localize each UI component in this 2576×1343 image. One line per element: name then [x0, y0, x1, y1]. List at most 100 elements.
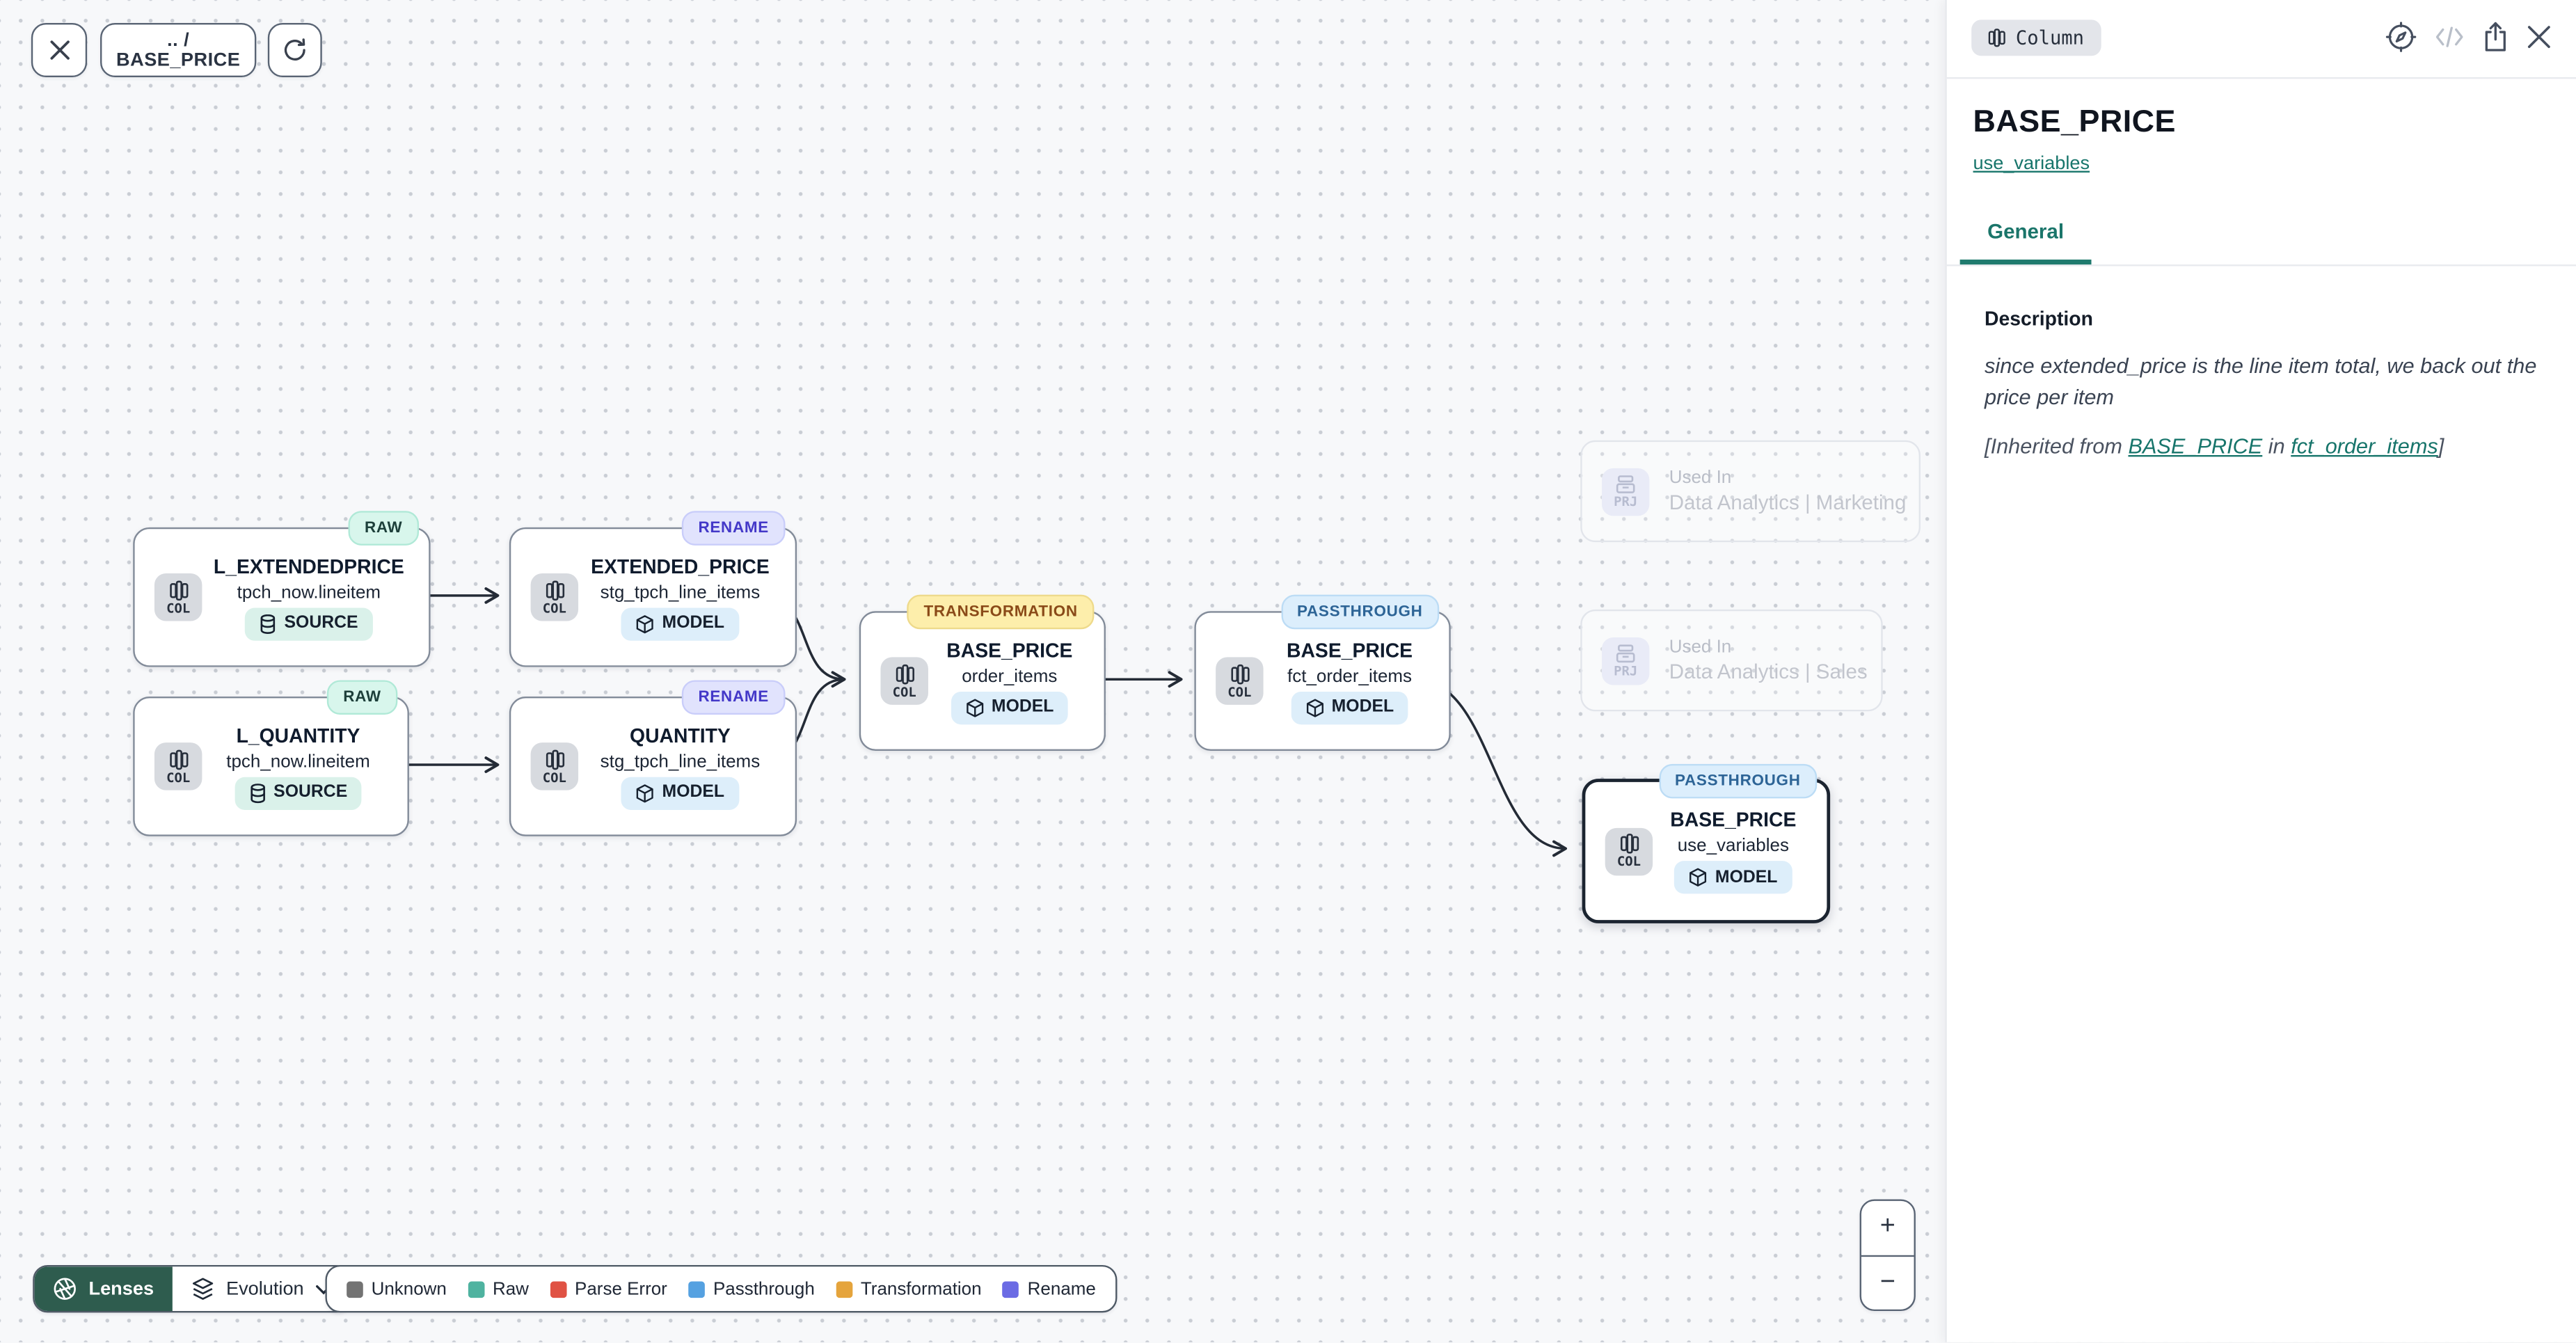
column-kind-box: COL: [530, 573, 579, 621]
column-kind-box: COL: [154, 742, 202, 790]
description-heading: Description: [1985, 307, 2093, 331]
close-lineage-button[interactable]: [31, 23, 88, 77]
lineage-node-extended-price[interactable]: RENAME COL EXTENDED_PRICE stg_tpch_line_…: [509, 511, 797, 667]
evolution-dropdown[interactable]: Evolution: [172, 1266, 350, 1312]
refresh-button[interactable]: [267, 23, 322, 77]
used-in-project-name: Data Analytics | Marketing: [1669, 491, 1907, 514]
model-chip: MODEL: [1290, 690, 1409, 724]
used-in-project-name: Data Analytics | Sales: [1669, 660, 1868, 684]
close-icon: [49, 40, 69, 60]
close-panel-button[interactable]: [2527, 24, 2551, 49]
node-title: L_EXTENDEDPRICE: [213, 554, 404, 578]
cube-icon: [1305, 698, 1323, 717]
column-kind-label: COL: [892, 684, 916, 699]
model-chip: MODEL: [621, 607, 740, 640]
compass-icon: [2385, 22, 2417, 52]
tab-general[interactable]: General: [1959, 220, 2092, 265]
used-in-node-marketing[interactable]: PRJ Used In Data Analytics | Marketing: [1580, 440, 1921, 543]
model-link[interactable]: use_variables: [1973, 154, 2090, 175]
legend-swatch: [1003, 1280, 1019, 1297]
lens-legend: Unknown Raw Parse Error Passthrough Tran…: [325, 1264, 1118, 1313]
legend-item-rename: Rename: [1003, 1279, 1096, 1298]
cube-icon: [966, 698, 983, 717]
lenses-button[interactable]: Lenses: [34, 1266, 173, 1312]
zoom-out-button[interactable]: −: [1861, 1256, 1914, 1310]
aperture-icon: [54, 1278, 76, 1300]
node-table: stg_tpch_line_items: [600, 752, 761, 772]
node-table: order_items: [962, 666, 1058, 686]
legend-item-raw: Raw: [468, 1279, 529, 1298]
node-badge-passthrough: PASSTHROUGH: [1280, 594, 1440, 629]
column-kind-label: COL: [542, 770, 566, 785]
column-kind-box: COL: [1605, 827, 1653, 875]
legend-label: Unknown: [371, 1279, 447, 1299]
chip-label: SOURCE: [284, 613, 358, 633]
panel-title: BASE_PRICE: [1973, 105, 2176, 140]
legend-label: Rename: [1027, 1279, 1096, 1299]
database-icon: [250, 783, 264, 802]
cube-icon: [636, 614, 653, 633]
project-icon: [1616, 475, 1635, 493]
column-kind-label: COL: [1616, 854, 1641, 869]
column-kind-box: COL: [154, 573, 202, 621]
project-kind-box: PRJ: [1601, 636, 1650, 685]
zoom-in-button[interactable]: +: [1861, 1201, 1914, 1256]
node-table: stg_tpch_line_items: [600, 582, 761, 603]
lineage-node-base-price-use-variables[interactable]: PASSTHROUGH COL BASE_PRICE use_variables…: [1582, 763, 1831, 923]
column-kind-box: COL: [1216, 657, 1264, 705]
chip-label: MODEL: [991, 697, 1054, 717]
model-chip: MODEL: [1673, 861, 1792, 894]
details-panel: Column BASE_PRICE use_variables: [1945, 0, 2576, 1342]
legend-swatch: [550, 1280, 567, 1297]
cube-icon: [636, 784, 653, 802]
node-table: use_variables: [1677, 836, 1789, 857]
panel-tabs: General: [1946, 220, 2576, 267]
column-icon: [169, 580, 188, 600]
project-kind-label: PRJ: [1614, 493, 1638, 509]
chip-label: SOURCE: [273, 782, 348, 802]
legend-label: Transformation: [860, 1279, 982, 1299]
lineage-node-l-extendedprice[interactable]: RAW COL L_EXTENDEDPRICE tpch_now.lineite…: [133, 511, 431, 667]
lineage-node-base-price-order-items[interactable]: TRANSFORMATION COL BASE_PRICE order_item…: [859, 594, 1106, 751]
inherited-column-link[interactable]: BASE_PRICE: [2128, 433, 2263, 458]
column-icon: [1230, 663, 1249, 684]
share-button[interactable]: [2482, 22, 2509, 53]
description-text: since extended_price is the line item to…: [1985, 353, 2537, 409]
legend-label: Passthrough: [713, 1279, 815, 1299]
lenses-control-group: Lenses Evolution: [33, 1264, 352, 1313]
share-icon: [2485, 22, 2506, 51]
column-icon: [1619, 834, 1639, 854]
legend-item-transformation: Transformation: [836, 1279, 982, 1299]
legend-swatch: [836, 1280, 853, 1297]
chip-label: MODEL: [662, 782, 725, 802]
column-icon: [169, 749, 188, 770]
column-kind-label: COL: [166, 600, 191, 616]
refresh-icon: [284, 38, 305, 61]
layers-icon: [192, 1278, 213, 1300]
legend-item-passthrough: Passthrough: [688, 1279, 815, 1299]
database-icon: [260, 613, 276, 633]
legend-swatch: [347, 1280, 363, 1297]
inherited-suffix: ]: [2438, 433, 2444, 458]
project-kind-box: PRJ: [1601, 467, 1650, 516]
inherited-model-link[interactable]: fct_order_items: [2291, 433, 2438, 458]
legend-label: Raw: [492, 1279, 529, 1299]
node-title: QUANTITY: [630, 724, 731, 747]
lineage-node-quantity[interactable]: RENAME COL QUANTITY stg_tpch_line_items …: [509, 680, 797, 836]
node-badge-rename: RENAME: [681, 511, 786, 545]
navigate-to-node-button[interactable]: [2385, 22, 2417, 53]
used-in-node-sales[interactable]: PRJ Used In Data Analytics | Sales: [1580, 609, 1883, 712]
lineage-node-base-price-fct-order-items[interactable]: PASSTHROUGH COL BASE_PRICE fct_order_ite…: [1194, 594, 1451, 751]
column-kind-label: COL: [1227, 684, 1252, 699]
node-title: L_QUANTITY: [236, 724, 360, 747]
node-badge-raw: RAW: [326, 680, 398, 714]
view-code-button[interactable]: [2435, 26, 2464, 48]
breadcrumb: .. / BASE_PRICE: [116, 30, 241, 70]
column-kind-label: COL: [542, 600, 566, 616]
node-badge-passthrough: PASSTHROUGH: [1658, 763, 1818, 798]
lineage-node-l-quantity[interactable]: RAW COL L_QUANTITY tpch_now.lineitem SOU…: [133, 680, 409, 836]
entity-type-label: Column: [2015, 26, 2085, 49]
legend-swatch: [468, 1280, 485, 1297]
node-badge-rename: RENAME: [681, 680, 786, 714]
breadcrumb-button[interactable]: .. / BASE_PRICE: [100, 23, 257, 77]
